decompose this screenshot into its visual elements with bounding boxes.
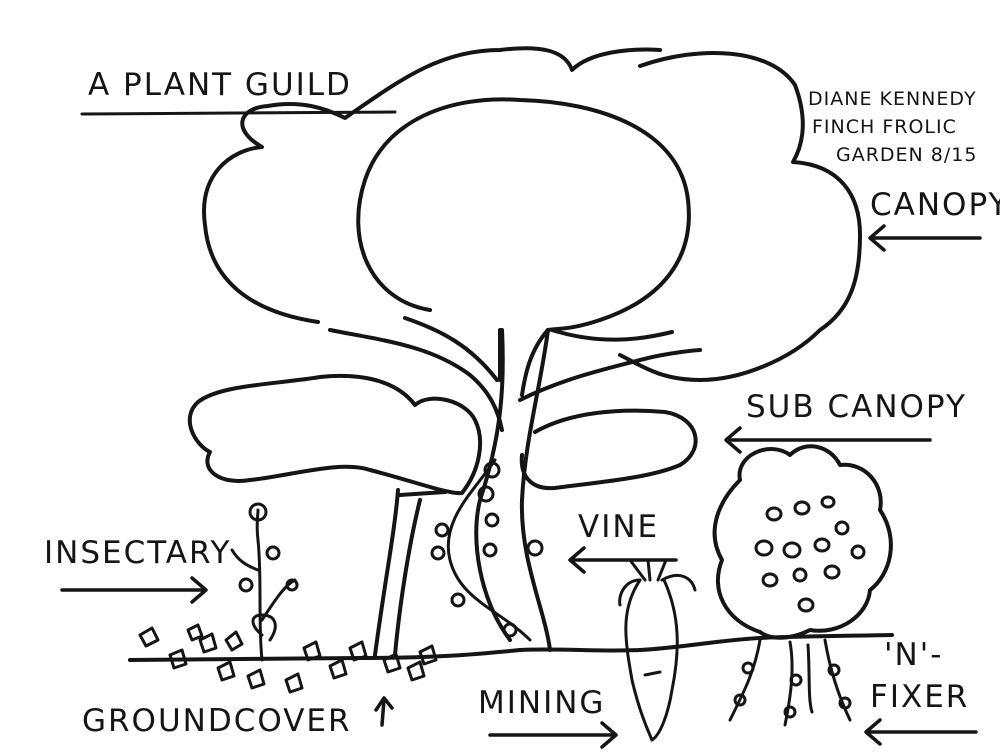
canopy-label: CANOPY xyxy=(870,187,1000,223)
signature-line-2: FINCH FROLIC xyxy=(812,116,957,138)
ground-line xyxy=(128,633,894,662)
canopy-arrow xyxy=(868,224,982,252)
page-title: A PLANT GUILD xyxy=(88,67,352,103)
vine-leaves xyxy=(430,461,544,638)
groundcover-leaves xyxy=(138,623,438,694)
canopy-outline xyxy=(202,46,862,382)
shrub-berries xyxy=(754,495,866,613)
groundcover-arrow xyxy=(374,696,394,727)
n-fixer-arrow xyxy=(864,718,978,746)
signature-line-3: GARDEN 8/15 xyxy=(836,144,978,166)
insectary-plant xyxy=(230,502,299,662)
mining-arrow xyxy=(488,721,618,749)
vine-label: VINE xyxy=(578,509,660,545)
subcanopy-left xyxy=(187,373,483,496)
n-fixer-shrub xyxy=(712,444,893,640)
signature-line-1: DIANE KENNEDY xyxy=(808,88,977,110)
n-fixer-roots xyxy=(728,638,852,727)
subcanopy-arrow xyxy=(724,426,932,454)
n-fixer-label-line-1: 'N'- xyxy=(884,637,944,673)
branch-right-lower xyxy=(518,348,702,402)
insectary-label: INSECTARY xyxy=(44,535,232,571)
branch-right xyxy=(520,328,674,397)
vine-stem xyxy=(446,458,532,642)
subcanopy-left-trunk xyxy=(373,488,447,657)
canopy-inner-crown xyxy=(356,97,691,332)
subcanopy-label: SUB CANOPY xyxy=(746,389,967,425)
branch-left xyxy=(328,328,504,432)
insectary-arrow xyxy=(60,576,208,604)
title-underline xyxy=(80,110,397,116)
mining-label: MINING xyxy=(478,685,606,721)
groundcover-label: GROUNDCOVER xyxy=(82,703,352,739)
trunk-right-side xyxy=(519,328,552,652)
n-fixer-label-line-2: FIXER xyxy=(870,679,970,715)
vine-arrow xyxy=(568,546,678,574)
arrows xyxy=(60,224,982,749)
branch-upper-left xyxy=(403,316,499,382)
subcanopy-right xyxy=(519,408,698,491)
